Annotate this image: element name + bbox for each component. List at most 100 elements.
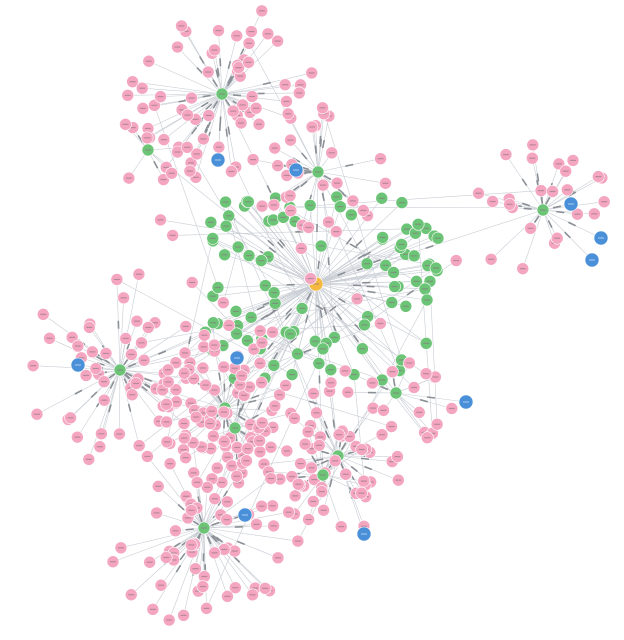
- node-label-mark: [165, 369, 172, 371]
- node-label-mark: [226, 437, 233, 439]
- edge-label-mark: [324, 430, 330, 439]
- graph-edge: [221, 84, 286, 95]
- node-label-mark: [601, 201, 608, 203]
- node-label-mark: [232, 310, 239, 312]
- node-label-mark: [215, 29, 222, 32]
- node-label-mark: [257, 330, 264, 332]
- node-label-mark: [133, 382, 140, 385]
- edge-label-mark: [284, 312, 292, 320]
- node-label-mark: [180, 614, 187, 616]
- node-label-mark: [421, 288, 428, 290]
- node-label-mark: [265, 256, 272, 258]
- node-label-mark: [160, 178, 167, 181]
- node-label-mark: [285, 511, 292, 513]
- graph-edge: [203, 487, 208, 529]
- graph-edge: [181, 93, 223, 111]
- node-label-mark: [205, 71, 212, 73]
- edge-label-mark: [290, 336, 298, 344]
- node-label-mark: [269, 331, 276, 333]
- graph-edge: [315, 283, 402, 361]
- node-label-mark: [247, 111, 254, 113]
- node-label-mark: [257, 362, 264, 364]
- edge-label-mark: [320, 450, 329, 455]
- node-label-mark: [199, 585, 206, 588]
- node-label-mark: [382, 264, 389, 266]
- node-label-mark: [298, 247, 305, 249]
- node-label-mark: [287, 139, 294, 141]
- node-label-mark: [320, 509, 327, 511]
- node-label-mark: [163, 421, 170, 423]
- graph-edge: [309, 205, 317, 285]
- edge-label-mark: [226, 78, 233, 87]
- edge-label-mark: [552, 205, 562, 209]
- node-label-mark: [262, 587, 269, 589]
- graph-edge: [248, 43, 368, 264]
- node-label-mark: [244, 340, 251, 342]
- node-label-mark: [153, 512, 160, 514]
- edge-label-mark: [316, 223, 318, 233]
- edge-label-mark: [117, 320, 120, 329]
- node-label-mark: [308, 72, 315, 74]
- node-label-mark: [209, 237, 216, 240]
- edge-label-mark: [425, 244, 434, 250]
- node-label-mark: [271, 147, 278, 149]
- node-label-mark: [388, 301, 395, 304]
- graph-edge: [119, 369, 160, 422]
- node-label-mark: [305, 518, 312, 521]
- edge-label-mark: [338, 297, 346, 304]
- edge-label-mark: [292, 157, 301, 163]
- node-label-mark: [238, 122, 245, 124]
- node-label-mark: [424, 437, 431, 439]
- node-label-mark: [319, 348, 326, 350]
- node-label-mark: [141, 359, 148, 361]
- node-label-mark: [242, 514, 248, 516]
- node-label-mark: [234, 446, 241, 449]
- node-label-mark: [109, 561, 116, 563]
- node-label-mark: [125, 177, 132, 179]
- node-label-mark: [172, 389, 179, 391]
- edge-label-mark: [127, 403, 132, 412]
- node-label-mark: [274, 40, 281, 42]
- node-label-mark: [327, 382, 334, 384]
- node-label-mark: [208, 410, 215, 412]
- edge-label-mark: [568, 191, 577, 197]
- node-label-mark: [527, 227, 534, 229]
- node-label-mark: [299, 307, 306, 309]
- edge-label-mark: [178, 99, 187, 103]
- node-label-mark: [413, 280, 420, 282]
- graph-edge: [315, 125, 319, 173]
- node-label-mark: [353, 445, 360, 448]
- edge-label-mark: [318, 375, 321, 384]
- graph-edge: [203, 527, 228, 597]
- node-label-mark: [46, 337, 53, 339]
- node-label-mark: [317, 436, 324, 438]
- graph-edge: [119, 369, 165, 374]
- graph-edge: [119, 326, 186, 371]
- graph-edge: [315, 265, 428, 285]
- node-label-mark: [214, 286, 221, 289]
- node-label-mark: [135, 273, 142, 275]
- node-label-mark: [307, 277, 314, 280]
- node-label-mark: [211, 49, 218, 51]
- edge-label-mark: [341, 442, 347, 451]
- node-label-mark: [146, 561, 153, 563]
- node-label-mark: [432, 267, 439, 269]
- graph-edge: [315, 283, 365, 326]
- edge-label-mark: [109, 381, 115, 390]
- edge-label-mark: [337, 271, 346, 277]
- node-label-mark: [221, 548, 228, 551]
- node-label-mark: [124, 94, 131, 96]
- node-label-mark: [538, 189, 545, 192]
- edge-label-mark: [336, 312, 343, 321]
- node-label-mark: [411, 255, 418, 257]
- node-label-mark: [519, 268, 526, 270]
- node-label-mark: [426, 280, 433, 282]
- node-label-mark: [120, 297, 127, 299]
- edge-label-mark: [227, 75, 233, 84]
- node-label-mark: [117, 547, 124, 549]
- edge-label-mark: [303, 348, 312, 354]
- node-label-mark: [184, 517, 191, 519]
- node-label-mark: [379, 434, 386, 436]
- node-label-mark: [568, 203, 574, 205]
